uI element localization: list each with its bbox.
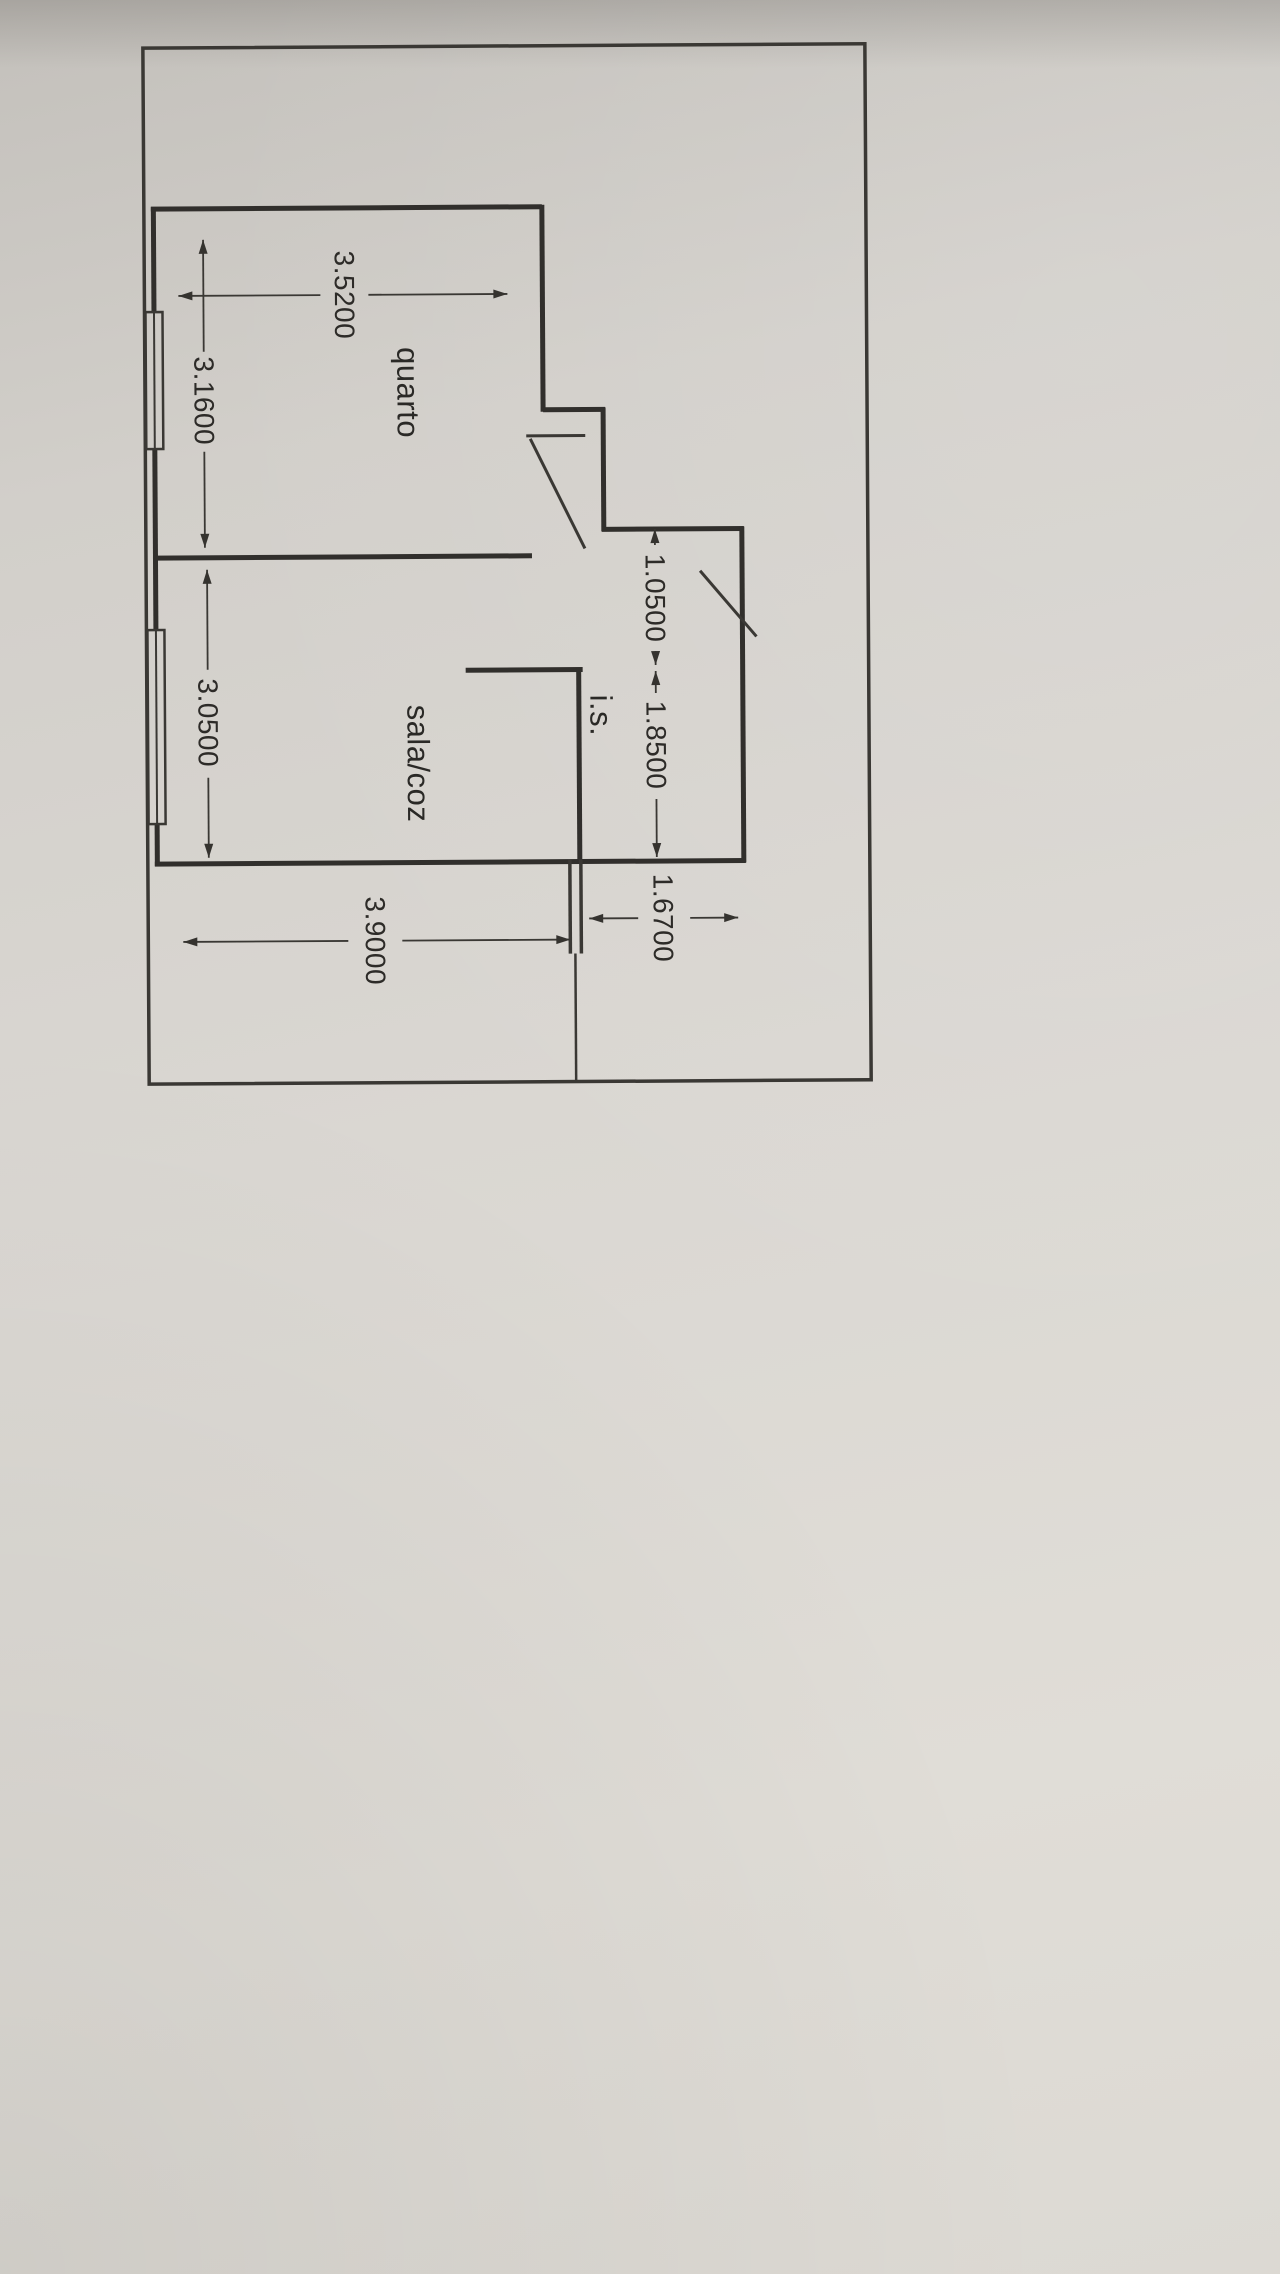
wall-quarto-sala-divider [154, 553, 532, 561]
dim-label-is-depth: 1.8500 [640, 701, 672, 790]
wall-left-upper [150, 207, 157, 313]
room-label-is: i.s. [583, 694, 618, 736]
dimension-is-width: 1.6700 [589, 874, 739, 963]
dimension-hall-width: 1.0500 [639, 529, 671, 666]
wall-is-top [465, 666, 583, 673]
arrow-up-icon [202, 569, 212, 584]
dim-line [402, 938, 571, 942]
wall-bottom [154, 858, 746, 867]
walls [150, 204, 747, 867]
arrow-down-icon [204, 843, 214, 858]
wall-quarto-right [539, 204, 546, 412]
arrow-up-icon [650, 529, 660, 544]
arrow-left-icon [183, 937, 198, 947]
room-label-quarto: quarto [390, 347, 426, 438]
dimension-sala-depth: 3.0500 [192, 569, 224, 858]
dimension-is-depth: 1.8500 [640, 671, 672, 858]
window-quarto-centerline [152, 312, 156, 450]
doors [526, 433, 758, 638]
floorplan-drawing: 3.5200 3.1600 3.0500 1.0500 [141, 42, 873, 1086]
arrow-down-icon [200, 533, 210, 548]
dim-line [368, 293, 508, 296]
arrow-left-icon [589, 913, 604, 923]
dim-label-sala-width: 3.9000 [360, 896, 392, 985]
door-quarto-leaf [528, 438, 587, 550]
sheet-frame [141, 42, 873, 1086]
dim-label-is-width: 1.6700 [647, 874, 679, 963]
dim-label-quarto-width: 3.5200 [329, 251, 361, 340]
wall-left-middle [152, 449, 159, 631]
wall-is-left [576, 667, 583, 864]
windows [144, 310, 167, 826]
dim-line [183, 940, 349, 943]
arrow-down-icon [652, 843, 662, 858]
arrow-down-icon [651, 651, 661, 666]
dimension-sala-width: 3.9000 [183, 896, 571, 985]
arrow-left-icon [178, 291, 193, 301]
wall-right [739, 526, 747, 863]
arrow-right-icon [724, 913, 739, 923]
boundary-double-line-2 [579, 859, 584, 954]
arrow-up-icon [651, 671, 661, 686]
arrow-up-icon [198, 239, 208, 254]
dim-line [178, 294, 321, 297]
dimension-quarto-depth: 3.1600 [188, 239, 220, 548]
dim-line [203, 451, 206, 548]
arrow-right-icon [493, 289, 508, 299]
room-label-sala-coz: sala/coz [400, 705, 436, 823]
dim-line [206, 569, 209, 670]
lower-boundary [568, 859, 584, 1081]
dim-label-quarto-depth: 3.1600 [188, 356, 220, 445]
dim-line [202, 239, 205, 352]
arrow-right-icon [556, 935, 571, 945]
wall-hall-top [601, 526, 744, 532]
wall-quarto-top [150, 204, 542, 212]
window-sala-centerline [154, 630, 159, 825]
room-labels: quarto sala/coz i.s. [390, 347, 618, 823]
door-is-leaf [698, 569, 758, 638]
dim-label-hall-width: 1.0500 [639, 554, 671, 643]
boundary-double-line-1 [568, 859, 573, 954]
wall-step-vertical [600, 407, 607, 532]
boundary-single-line [574, 953, 578, 1081]
dim-label-sala-depth: 3.0500 [192, 678, 224, 767]
dimension-quarto-width: 3.5200 [178, 251, 508, 340]
